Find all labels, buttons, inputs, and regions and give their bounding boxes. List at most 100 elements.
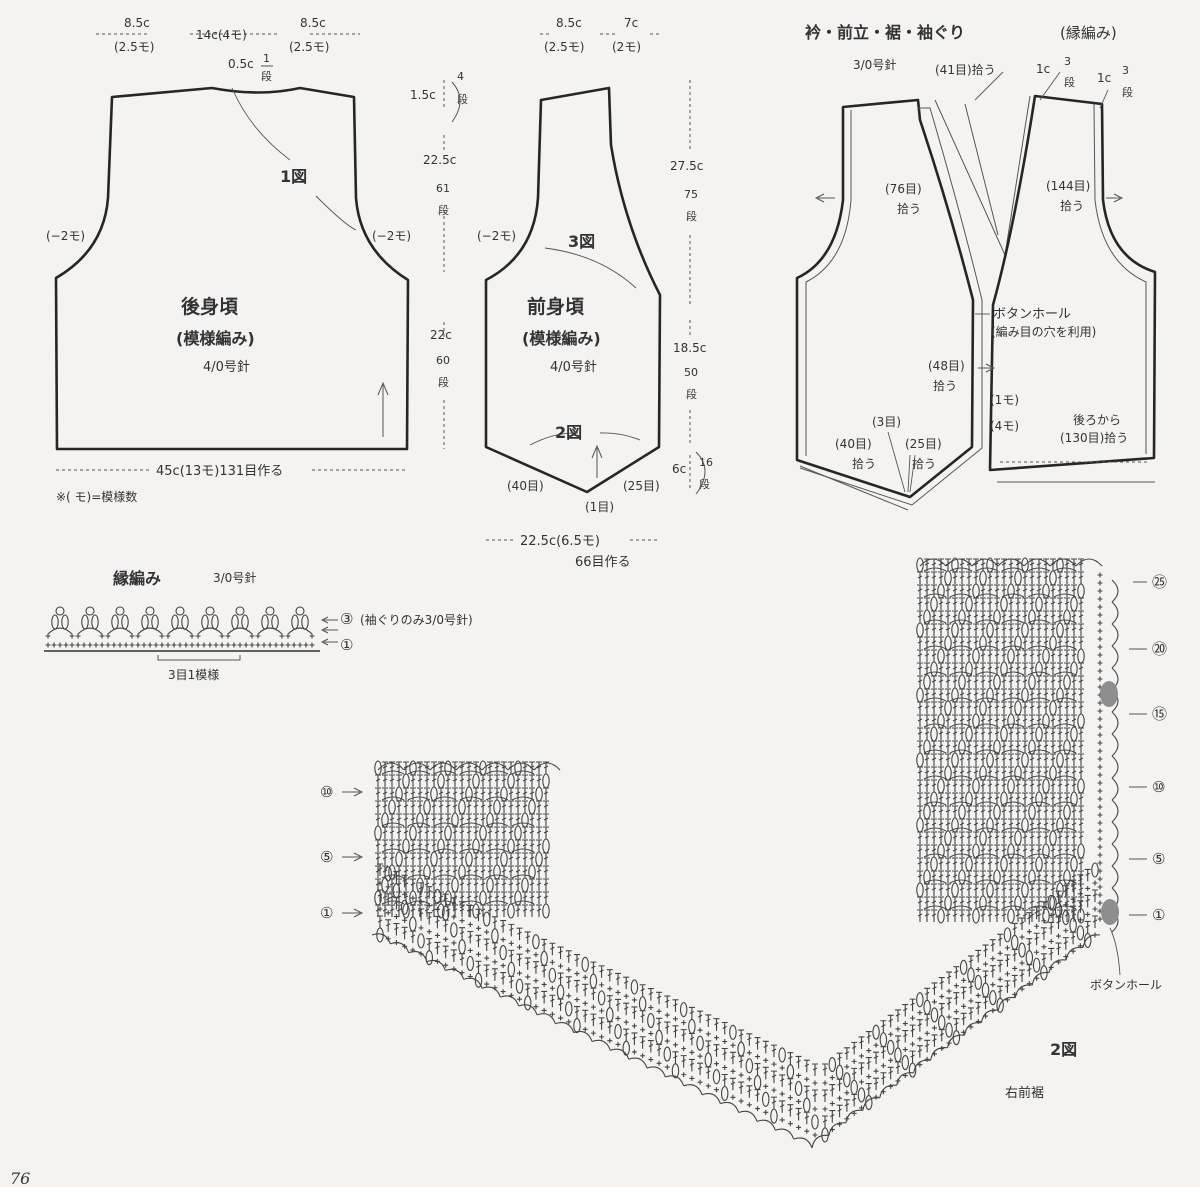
single-crochet-symbol: [968, 998, 974, 1004]
puff-stitch-symbol: [542, 773, 550, 789]
double-crochet-symbol: [1064, 766, 1070, 779]
double-crochet-symbol: [688, 1006, 695, 1020]
single-crochet-symbol: [165, 642, 171, 648]
chain-arc-symbol: [381, 822, 405, 827]
single-crochet-symbol: [746, 1050, 752, 1056]
pick-up-76: (76目): [885, 182, 922, 196]
single-crochet-symbol: [75, 642, 81, 648]
double-crochet-symbol: [938, 883, 944, 896]
puff-stitch-symbol: [958, 609, 966, 625]
single-crochet-symbol: [599, 1008, 605, 1014]
double-crochet-symbol: [452, 787, 458, 800]
edge-scallop-symbol: [1082, 934, 1101, 948]
single-crochet-symbol: [755, 1054, 761, 1060]
double-crochet-symbol: [924, 597, 930, 610]
puff-stitch-symbol: [521, 812, 529, 828]
single-crochet-symbol: [990, 956, 996, 962]
chain-arc-symbol: [997, 558, 1025, 567]
double-crochet-symbol: [483, 964, 490, 978]
double-crochet-symbol: [501, 904, 507, 917]
double-crochet-symbol: [445, 865, 451, 878]
single-crochet-symbol: [1097, 644, 1103, 650]
puff-stitch-symbol: [409, 916, 417, 932]
single-crochet-symbol: [426, 903, 432, 909]
double-crochet-symbol: [994, 896, 1000, 909]
puff-stitch-symbol: [965, 596, 973, 612]
double-crochet-symbol: [1008, 623, 1014, 636]
double-crochet-symbol: [945, 844, 951, 857]
double-crochet-symbol: [573, 954, 580, 967]
double-crochet-symbol: [865, 1031, 872, 1044]
double-crochet-symbol: [529, 839, 535, 852]
pick-up-40: (40目): [835, 437, 872, 451]
single-crochet-symbol: [931, 999, 937, 1005]
double-crochet-symbol: [945, 675, 951, 688]
single-crochet-symbol: [730, 1068, 736, 1074]
puff-stitch-symbol: [1028, 674, 1036, 690]
edge-scallop-symbol: [1111, 601, 1119, 625]
puff-stitch-symbol: [944, 765, 952, 781]
double-crochet-symbol: [1036, 753, 1042, 766]
double-crochet-symbol: [452, 904, 458, 917]
single-crochet-symbol: [517, 970, 523, 976]
edge-row-3-marker: ③: [340, 610, 353, 628]
single-crochet-symbol: [738, 1072, 744, 1078]
double-crochet-symbol: [417, 852, 423, 865]
double-crochet-symbol: [909, 998, 916, 1012]
double-crochet-symbol: [508, 852, 514, 865]
double-crochet-symbol: [980, 870, 986, 883]
puff-stitch-symbol: [979, 635, 987, 651]
double-crochet-symbol: [945, 727, 951, 740]
front-point-rows: 16: [699, 456, 713, 469]
double-crochet-symbol: [1008, 831, 1014, 844]
double-crochet-symbol: [1001, 909, 1007, 922]
puff-stitch-symbol: [993, 674, 1001, 690]
single-crochet-symbol: [69, 642, 75, 648]
double-crochet-symbol: [980, 584, 986, 597]
hem-row-10-right-marker: ⑩: [1152, 778, 1165, 796]
puff-stitch-symbol: [729, 1024, 737, 1040]
double-crochet-symbol: [494, 774, 500, 787]
single-crochet-symbol: [153, 642, 159, 648]
edge-scallop-symbol: [463, 977, 483, 989]
puff-stitch-symbol: [606, 1007, 614, 1023]
double-crochet-symbol: [1001, 844, 1007, 857]
double-crochet-symbol: [639, 1010, 646, 1023]
double-crochet-symbol: [424, 774, 430, 787]
double-crochet-symbol: [851, 1093, 858, 1107]
double-crochet-symbol: [997, 985, 1004, 999]
double-crochet-symbol: [1064, 857, 1070, 870]
puff-stitch-symbol: [622, 1040, 630, 1056]
double-crochet-symbol: [713, 1044, 720, 1057]
single-crochet-symbol: [1085, 885, 1091, 891]
collar-rows-unit-1: 段: [1064, 75, 1075, 89]
double-crochet-symbol: [894, 1009, 901, 1022]
double-crochet-symbol: [1040, 901, 1047, 914]
chain-arc-symbol: [1027, 619, 1051, 624]
double-crochet-symbol: [480, 813, 486, 826]
single-crochet-symbol: [541, 981, 547, 987]
edge-scallop-symbol: [1111, 777, 1119, 801]
double-crochet-symbol: [623, 1002, 630, 1016]
puff-stitch-symbol: [201, 614, 209, 630]
double-crochet-symbol: [987, 870, 993, 883]
single-crochet-symbol: [1097, 780, 1103, 786]
single-crochet-symbol: [599, 1034, 605, 1040]
double-crochet-symbol: [931, 688, 937, 701]
chain-arc-symbol: [137, 627, 163, 635]
single-crochet-symbol: [812, 1106, 818, 1112]
double-crochet-symbol: [1029, 727, 1035, 740]
single-crochet-symbol: [517, 996, 523, 1002]
double-crochet-symbol: [680, 1029, 687, 1042]
double-crochet-symbol: [438, 852, 444, 865]
chain-arc-symbol: [975, 827, 999, 832]
puff-stitch-symbol: [1014, 700, 1022, 716]
double-crochet-symbol: [980, 675, 986, 688]
double-crochet-symbol: [459, 839, 465, 852]
double-crochet-symbol: [803, 1059, 810, 1073]
double-crochet-symbol: [987, 610, 993, 623]
double-crochet-symbol: [1008, 701, 1014, 714]
double-crochet-symbol: [917, 766, 923, 779]
double-crochet-symbol: [524, 957, 531, 970]
single-crochet-symbol: [1097, 572, 1103, 578]
